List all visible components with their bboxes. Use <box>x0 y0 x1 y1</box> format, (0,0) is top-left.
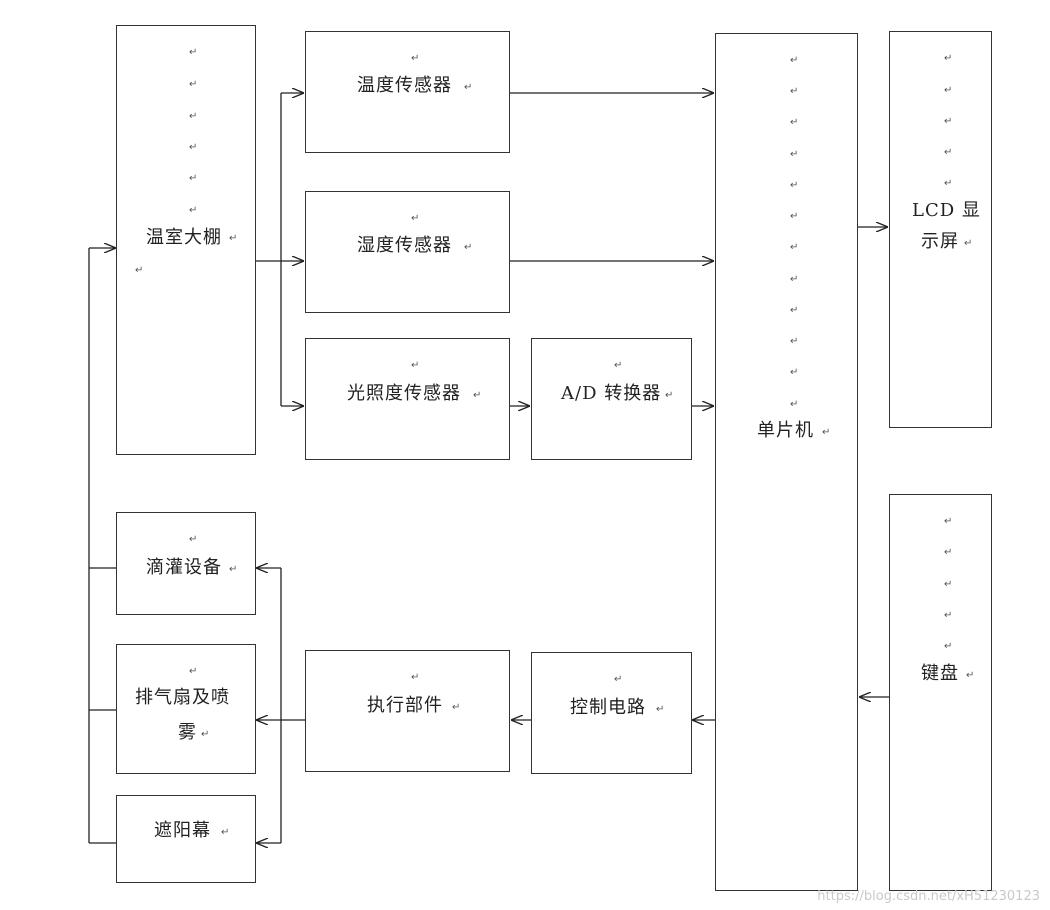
paragraph-mark-icon: ↵ <box>221 827 230 838</box>
drip-label: 滴灌设备 <box>146 557 222 578</box>
paragraph-mark-icon: ↵ <box>790 367 799 378</box>
light-sensor-label: 光照度传感器 <box>347 383 461 404</box>
paragraph-mark-icon: ↵ <box>790 274 799 285</box>
paragraph-mark-icon: ↵ <box>790 149 799 160</box>
paragraph-mark-icon: ↵ <box>189 666 198 677</box>
paragraph-mark-icon: ↵ <box>790 305 799 316</box>
paragraph-mark-icon: ↵ <box>411 53 420 64</box>
paragraph-mark-icon: ↵ <box>944 85 953 96</box>
paragraph-mark-icon: ↵ <box>464 242 473 253</box>
paragraph-mark-icon: ↵ <box>944 641 953 652</box>
paragraph-mark-icon: ↵ <box>790 242 799 253</box>
fan-spray-label-line2: 雾 <box>178 722 197 743</box>
paragraph-mark-icon: ↵ <box>411 672 420 683</box>
paragraph-mark-icon: ↵ <box>614 674 623 685</box>
shade-label: 遮阳幕 <box>154 820 211 841</box>
paragraph-mark-icon: ↵ <box>790 55 799 66</box>
mcu-label: 单片机 <box>757 420 814 441</box>
paragraph-mark-icon: ↵ <box>229 233 238 244</box>
mcu-block: ↵ ↵ ↵ ↵ ↵ ↵ ↵ ↵ ↵ ↵ ↵ ↵ 单片机 ↵ <box>715 33 858 891</box>
paragraph-mark-icon: ↵ <box>614 360 623 371</box>
lcd-label-line1: LCD 显 <box>912 200 981 221</box>
paragraph-mark-icon: ↵ <box>944 116 953 127</box>
temp-sensor-block: ↵ 温度传感器 ↵ <box>305 31 510 153</box>
watermark: https://blog.csdn.net/xH51230123 <box>817 889 1040 904</box>
actuator-label: 执行部件 <box>367 695 443 716</box>
paragraph-mark-icon: ↵ <box>944 547 953 558</box>
light-sensor-block: ↵ 光照度传感器 ↵ <box>305 338 510 460</box>
temp-sensor-label: 温度传感器 <box>357 75 452 96</box>
paragraph-mark-icon: ↵ <box>790 211 799 222</box>
paragraph-mark-icon: ↵ <box>790 86 799 97</box>
paragraph-mark-icon: ↵ <box>665 390 674 401</box>
paragraph-mark-icon: ↵ <box>229 564 238 575</box>
humidity-sensor-label: 湿度传感器 <box>357 235 452 256</box>
adc-label: A/D 转换器 <box>561 383 662 404</box>
actuator-block: ↵ 执行部件 ↵ <box>305 650 510 772</box>
paragraph-mark-icon: ↵ <box>966 670 975 681</box>
paragraph-mark-icon: ↵ <box>189 142 198 153</box>
shade-block: 遮阳幕 ↵ <box>116 795 256 883</box>
fan-spray-block: ↵ 排气扇及喷 雾 ↵ <box>116 644 256 774</box>
paragraph-mark-icon: ↵ <box>189 534 198 545</box>
paragraph-mark-icon: ↵ <box>201 729 210 740</box>
paragraph-mark-icon: ↵ <box>189 111 198 122</box>
paragraph-mark-icon: ↵ <box>944 579 953 590</box>
keyboard-block: ↵ ↵ ↵ ↵ ↵ 键盘 ↵ <box>889 494 992 891</box>
paragraph-mark-icon: ↵ <box>944 516 953 527</box>
paragraph-mark-icon: ↵ <box>656 704 665 715</box>
paragraph-mark-icon: ↵ <box>452 702 461 713</box>
paragraph-mark-icon: ↵ <box>411 213 420 224</box>
paragraph-mark-icon: ↵ <box>189 79 198 90</box>
paragraph-mark-icon: ↵ <box>411 360 420 371</box>
paragraph-mark-icon: ↵ <box>944 178 953 189</box>
greenhouse-label: 温室大棚 <box>146 227 222 248</box>
paragraph-mark-icon: ↵ <box>464 82 473 93</box>
paragraph-mark-icon: ↵ <box>822 427 831 438</box>
greenhouse-block: ↵ ↵ ↵ ↵ ↵ ↵ 温室大棚 ↵ ↵ <box>116 25 256 455</box>
paragraph-mark-icon: ↵ <box>790 117 799 128</box>
paragraph-mark-icon: ↵ <box>189 205 198 216</box>
paragraph-mark-icon: ↵ <box>790 336 799 347</box>
paragraph-mark-icon: ↵ <box>944 147 953 158</box>
fan-spray-label-line1: 排气扇及喷 <box>135 687 230 708</box>
paragraph-mark-icon: ↵ <box>944 53 953 64</box>
control-label: 控制电路 <box>570 697 646 718</box>
paragraph-mark-icon: ↵ <box>944 610 953 621</box>
paragraph-mark-icon: ↵ <box>189 47 198 58</box>
paragraph-mark-icon: ↵ <box>473 390 482 401</box>
paragraph-mark-icon: ↵ <box>790 180 799 191</box>
drip-block: ↵ 滴灌设备 ↵ <box>116 512 256 615</box>
paragraph-mark-icon: ↵ <box>790 399 799 410</box>
humidity-sensor-block: ↵ 湿度传感器 ↵ <box>305 191 510 313</box>
adc-block: ↵ A/D 转换器 ↵ <box>531 338 692 460</box>
control-block: ↵ 控制电路 ↵ <box>531 652 692 774</box>
paragraph-mark-icon: ↵ <box>189 173 198 184</box>
keyboard-label: 键盘 <box>921 663 959 684</box>
lcd-block: ↵ ↵ ↵ ↵ ↵ LCD 显 示屏 ↵ <box>889 31 992 428</box>
lcd-label-line2: 示屏 <box>921 231 959 252</box>
paragraph-mark-icon: ↵ <box>135 265 144 276</box>
paragraph-mark-icon: ↵ <box>964 238 973 249</box>
